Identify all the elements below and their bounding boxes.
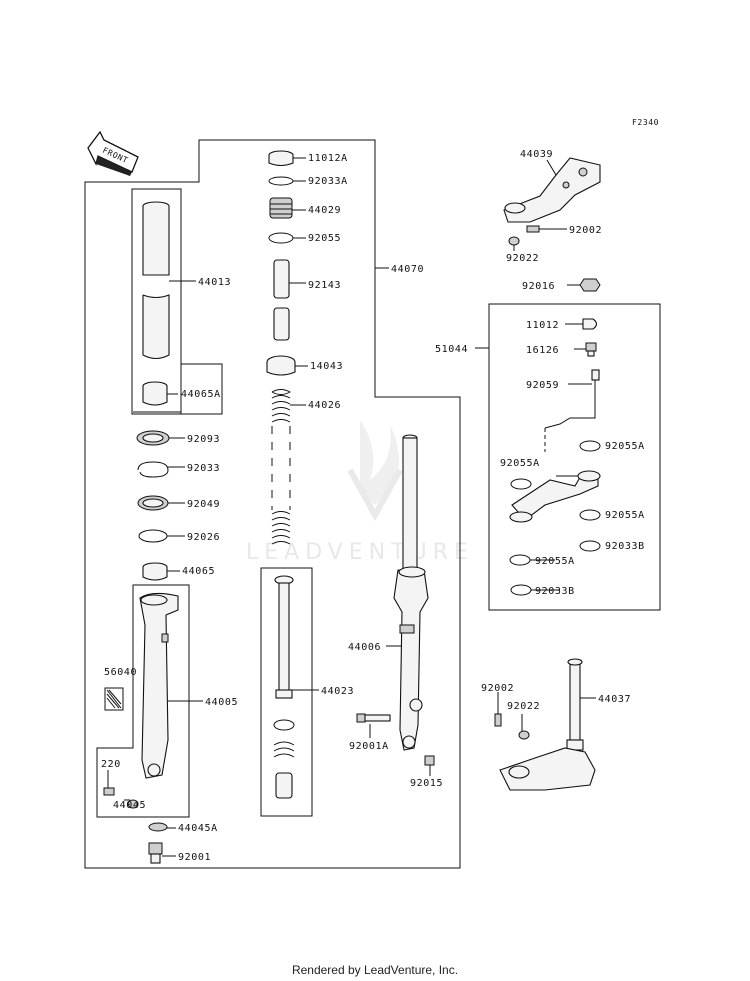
circlip-part [268,176,294,186]
label-11012: 11012 [526,320,559,331]
leader-lines [107,157,596,857]
label-92049: 92049 [187,499,220,510]
label-16126: 16126 [526,345,559,356]
decal-part [104,687,124,711]
fork-spring-part [271,389,292,545]
retaining-ring-part [137,461,169,478]
washer-44045a-part [148,822,168,832]
oil-seal-part [137,495,169,511]
label-92055a-4: 92055A [535,556,575,567]
damper-ring-part [273,719,295,731]
fitting-16126-part [585,342,597,357]
label-92059: 92059 [526,380,559,391]
damper-box [260,567,313,817]
washer-part [138,529,168,543]
label-92002-top: 92002 [569,225,602,236]
label-92015: 92015 [410,778,443,789]
dust-seal-part [136,430,170,446]
part-labels: 11012A 92033A 44029 92055 92143 14043 44… [101,149,645,863]
o-ring-92033b-1 [579,540,601,552]
label-44070: 44070 [391,264,424,275]
collar-part [266,355,296,376]
upper-bracket-part [503,157,601,223]
label-92022-top: 92022 [506,253,539,264]
cap-11012-part [582,318,598,330]
bolt-92002-bot-part [494,713,502,727]
slide-bushing-part [142,562,168,581]
label-44045a: 44045A [178,823,218,834]
label-92143: 92143 [308,280,341,291]
label-92055: 92055 [308,233,341,244]
o-ring-92055a-3 [579,509,601,521]
label-92026: 92026 [187,532,220,543]
label-44029: 44029 [308,205,341,216]
label-44013: 44013 [198,277,231,288]
meter-cable-box [488,303,661,611]
label-92033a: 92033A [308,176,348,187]
label-56040: 56040 [104,667,137,678]
allen-bolt-part [148,842,163,864]
o-ring-92033b-2 [510,584,532,596]
drain-bolt-part [103,787,115,796]
o-ring-92055a-1 [579,440,601,452]
inner-tube-part [142,201,170,360]
label-92055a-2: 92055A [500,458,540,469]
adjuster-part [269,197,293,219]
o-ring-92055a-2 [510,478,532,490]
label-44005: 44005 [205,697,238,708]
label-92093: 92093 [187,434,220,445]
bolt-92002-top-part [526,225,540,233]
fork-assembly-outline [84,139,461,869]
label-220: 220 [101,759,121,770]
washer-92022-bot-part [518,730,530,740]
spacer-tube-part [273,259,290,341]
label-92033b-1: 92033B [605,541,645,552]
label-44006: 44006 [348,642,381,653]
bolt-92001a-part [356,713,391,723]
label-44045: 44045 [113,800,146,811]
front-arrow-icon: FRONT [87,130,139,176]
guide-bushing-part [142,381,168,406]
footer-credit: Rendered by LeadVenture, Inc. [291,963,459,977]
diagram-code: F2340 [632,118,659,127]
label-44023: 44023 [321,686,354,697]
label-51044: 51044 [435,344,468,355]
label-92001: 92001 [178,852,211,863]
outer-tube-part [139,592,179,779]
label-44065a: 44065A [181,389,221,400]
nut-92015-part [424,755,435,766]
oil-lock-piece-part [275,772,293,799]
label-92033: 92033 [187,463,220,474]
watermark: LEADVENTURE [246,420,474,565]
label-92001a: 92001A [349,741,389,752]
rebound-spring-part [273,741,295,758]
label-44039: 44039 [520,149,553,160]
gauge-tube-part [544,369,600,452]
label-92022-bot: 92022 [507,701,540,712]
label-44026: 44026 [308,400,341,411]
label-92002-bot: 92002 [481,683,514,694]
outer-tube-box [96,584,190,818]
bushing-box-outline [132,363,223,415]
washer-92022-top-part [508,236,520,246]
fork-cap-part [268,150,294,167]
label-14043: 14043 [310,361,343,372]
watermark-text: LEADVENTURE [246,540,474,565]
label-92055a-1: 92055A [605,441,645,452]
label-11012a: 11012A [308,153,348,164]
label-92033b-2: 92033B [535,586,575,597]
label-44065: 44065 [182,566,215,577]
label-44037: 44037 [598,694,631,705]
label-92016: 92016 [522,281,555,292]
o-ring-92055a-4 [509,554,531,566]
assembled-fork-part [393,434,429,751]
gauge-bracket-part [509,470,601,523]
label-92055a-3: 92055A [605,510,645,521]
cylinder-part [274,575,294,699]
steering-stem-part [499,658,596,791]
nut-92016-part [579,278,601,292]
o-ring-part [268,232,294,244]
gasket-part [127,799,139,809]
